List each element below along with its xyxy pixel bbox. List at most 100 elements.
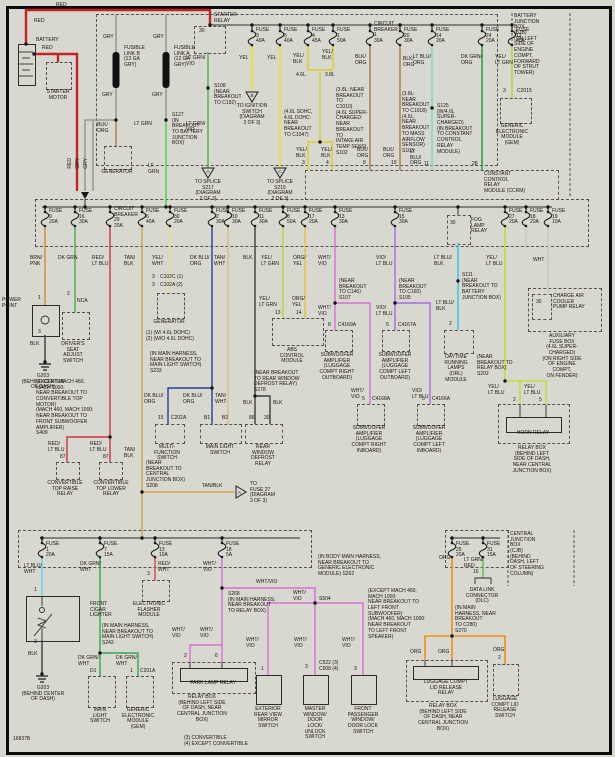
diagram-label: 2 (184, 653, 187, 659)
junction-dot (220, 536, 224, 540)
diagram-label: DK GRN/ WHT (116, 655, 137, 667)
fuse-symbol (300, 206, 310, 227)
diagram-label: (3.8L: NEAR BREAKOUT TO C1010) (4.6L SUP… (336, 87, 368, 156)
diagram-label: SUBWOOFER AMPLIFIER (LUGGAGE COMPT RIGHT… (319, 352, 355, 381)
diagram-label: FUSE 24 20A (486, 27, 500, 45)
fuse-terminal (168, 224, 172, 228)
diagram-label: RED (34, 18, 45, 24)
diagram-label: MULTI- FUNCTION SWITCH (154, 444, 180, 462)
diagram-label: (EXCEPT MACH 460, MACH 1000: NEAR BREAKO… (368, 588, 426, 640)
junction-dot (510, 23, 514, 27)
diagram-label: C4168A (372, 396, 391, 402)
diagram-label: FUSIBLE LINK B (12 GA GRY) (124, 45, 145, 69)
diagram-label: LT GRN/ RED (464, 557, 484, 569)
diagram-label: WHT/ VIO (200, 627, 213, 639)
diagram-label: G203 (BEHIND CENTER OF DASH) (21, 685, 65, 703)
splice-triangle (235, 485, 247, 499)
fuse-terminal (303, 224, 307, 228)
junction-dot (24, 42, 28, 46)
fuse-terminal (546, 210, 550, 214)
gem-box-2 (126, 676, 154, 708)
luggage-relay-outer-box (406, 660, 488, 702)
diagram-label: (4.6L SOHC, 4.6L DOHC: NEAR BREAKOUT TO … (284, 109, 313, 138)
diagram-label: 30 (450, 220, 456, 226)
wire (84, 119, 116, 191)
fuse-symbol (521, 206, 531, 227)
junction-dot (168, 205, 172, 209)
diagram-label: RELAY BOX (BEHIND LEFT SIDE OF DASH, NEA… (512, 445, 552, 474)
diagram-label: 30 (264, 415, 270, 421)
diagram-label: FOG LAMP RELAY (471, 217, 488, 235)
diagram-label: (IN MAIN HARNESS, NEAR BREAKOUT TO C280)… (455, 605, 496, 634)
fuse-terminal (140, 224, 144, 228)
diagram-label: LUGGAGE COMPT LID RELEASE SWITCH (491, 696, 519, 720)
diagram-label: NCA (77, 298, 88, 304)
diagram-label: DK BLU/ ORG (144, 393, 164, 405)
fuse-terminal (331, 29, 335, 33)
diagram-label: 8 (328, 322, 331, 328)
diagram-label: (3) CONVERTIBLE (4) EXCEPT CONVERTIBLE (184, 735, 248, 747)
diagram-label: RELAY BOX (BEHIND LEFT SIDE OF DASH, NEA… (418, 703, 468, 732)
fuse-terminal (450, 541, 454, 545)
fuse-symbol (95, 537, 105, 558)
diagram-label: SUBWOOFER AMPLIFIER (LUGGAGE COMPT LEFT … (378, 352, 412, 381)
junction-dot (524, 205, 528, 209)
junction-dot (220, 586, 224, 590)
splice-letter: A (206, 169, 209, 174)
diagram-label: G203 (BEHIND CENTER OF DASH) (21, 373, 65, 391)
junction-dot (114, 118, 118, 122)
diagram-label: LT BLU/ ORG (413, 54, 431, 66)
fuse-symbol (40, 206, 50, 227)
rear-defrost-relay-box (245, 424, 283, 444)
diagram-label: WHT (533, 257, 545, 263)
diagram-label: 3 (152, 274, 155, 280)
fuse-terminal (510, 29, 514, 33)
diagram-label: BLK/ ORG (357, 147, 369, 159)
junction-dot (83, 205, 87, 209)
diagram-label: LT BLU/ BLK (436, 300, 454, 312)
wire (24, 8, 212, 44)
passenger-window-switch-box (351, 675, 377, 705)
subwoofer-right-outboard-box (325, 330, 353, 352)
diagram-label: (IN MAIN HARNESS, NEAR BREAKOUT TO MAIN … (150, 351, 202, 375)
diagram-label: CONSTANT CONTROL RELAY MODULE (CCRM) (484, 171, 526, 195)
diagram-label: ORG/ YEL (293, 255, 306, 267)
diagram-label: 13 (275, 310, 281, 316)
diagram-label: GRY (103, 34, 114, 40)
diagram-label: BLK/ ORG (403, 56, 415, 68)
wire (424, 635, 452, 660)
fuse-terminal (393, 210, 397, 214)
junction-dot (253, 205, 257, 209)
diagram-label: WHT/ VIO (342, 637, 355, 649)
fuse-terminal (546, 224, 550, 228)
wire (34, 52, 79, 191)
fuse-symbol (328, 25, 338, 46)
horn-relay-inner-box (506, 417, 562, 433)
multifunction-switch-box (155, 424, 185, 444)
fuse-terminal (250, 29, 254, 33)
diagram-label: 1 (130, 668, 133, 674)
junction-dot (306, 23, 310, 27)
diagram-label: 19 (391, 160, 397, 166)
junction-dot (480, 23, 484, 27)
diagram-label: 3 (38, 329, 41, 335)
diagram-label: GRY (75, 158, 81, 169)
gem-box (500, 98, 532, 124)
fuse-symbol (447, 537, 457, 558)
diagram-label: FUSE 18 5A (226, 541, 240, 559)
fuse-terminal (333, 210, 337, 214)
fuse-terminal (450, 555, 454, 559)
horn-relay-outer-box (498, 404, 570, 444)
wire (167, 387, 212, 424)
starter-motor-box (46, 62, 72, 90)
diagram-label: BLK (243, 400, 253, 406)
diagram-label: FUSE 31 15A (487, 541, 501, 559)
diagram-label: YEL (239, 55, 249, 61)
diagram-label: FUSE 6 40A (146, 208, 160, 226)
diagram-label: BLK (243, 255, 253, 261)
fuse-terminal (393, 224, 397, 228)
junction-dot (206, 86, 210, 90)
diagram-label: 30 (536, 299, 542, 305)
diagram-label: FUSIBLE LINK A (12 GA GRY) (174, 45, 195, 69)
splice-letter: C (278, 169, 282, 174)
